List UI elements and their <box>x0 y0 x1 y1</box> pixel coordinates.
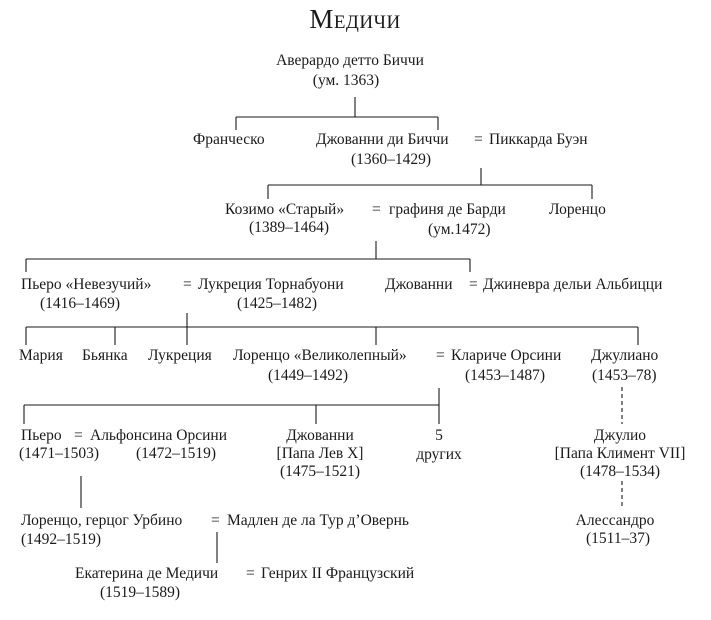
person-alessandro-name: Алессандро <box>575 512 655 529</box>
person-giovanni-di-bicci-dates: (1360–1429) <box>351 151 432 168</box>
person-giovanni-leo-x-title: [Папа Лев X] <box>276 445 364 462</box>
person-cosimo-dates: (1389–1464) <box>249 219 330 236</box>
person-contessina-dates: (ум.1472) <box>428 221 491 238</box>
person-piero-unfortunate-dates: (1471–1503) <box>19 445 100 462</box>
person-giulio-title: [Папа Климент VII] <box>554 445 686 462</box>
person-piccarda-name: Пиккарда Буэн <box>489 131 588 148</box>
person-averardo-name: Аверардо детто Биччи <box>276 52 424 69</box>
person-alfonsina-name: Альфонсина Орсини <box>90 427 228 444</box>
person-alfonsina-dates: (1472–1519) <box>136 445 217 462</box>
others-count: 5 <box>435 427 443 444</box>
marriage-sign: = <box>74 427 83 444</box>
page-title: Медичи <box>309 4 401 34</box>
person-averardo-dates: (ум. 1363) <box>312 72 380 89</box>
person-lorenzo-elder-name: Лоренцо <box>549 201 606 218</box>
person-giovanni-leo-x-dates: (1475–1521) <box>279 463 361 480</box>
person-madeleine-name: Мадлен де ла Тур д’Овернь <box>227 512 409 529</box>
person-giovanni-di-bicci-name: Джованни ди Биччи <box>316 131 449 148</box>
person-contessina-name: графиня де Барди <box>389 201 506 218</box>
person-giulio-name: Джулио <box>593 427 647 444</box>
person-lucrezia-daughter-name: Лукреция <box>148 347 212 364</box>
person-lucrezia-tornabuoni-name: Лукреция Торнабуони <box>198 276 344 293</box>
person-lorenzo-magnificent-name: Лоренцо «Великолепный» <box>233 347 407 364</box>
marriage-sign: = <box>436 347 445 364</box>
person-piero-gouty-name: Пьеро «Невезучий» <box>21 276 152 293</box>
marriage-sign: = <box>246 565 255 582</box>
person-caterina-name: Екатерина де Медичи <box>75 565 219 582</box>
person-cosimo-name: Козимо «Старый» <box>225 201 345 218</box>
marriage-sign: = <box>183 276 192 293</box>
marriage-sign: = <box>211 512 220 529</box>
person-caterina-dates: (1519–1589) <box>100 584 181 601</box>
person-giuliano-dates: (1453–78) <box>592 367 657 384</box>
person-giuliano-name: Джулиано <box>591 347 659 364</box>
person-clarice-name: Клариче Орсини <box>451 347 562 364</box>
person-lorenzo-magnificent-dates: (1449–1492) <box>268 367 349 384</box>
person-maria-name: Мария <box>19 347 63 364</box>
person-piero-gouty-dates: (1416–1469) <box>40 295 121 312</box>
marriage-sign: = <box>372 201 381 218</box>
person-ginevra-name: Джиневра дельи Альбицци <box>483 276 663 293</box>
person-piero-unfortunate-name: Пьеро <box>21 427 62 444</box>
person-giovanni-leo-x-name: Джованни <box>286 427 354 444</box>
person-giovanni-son-of-cosimo-name: Джованни <box>385 276 453 293</box>
others-label: других <box>416 446 462 463</box>
marriage-sign: = <box>469 276 478 293</box>
person-bianca-name: Бьянка <box>82 347 128 364</box>
marriage-sign: = <box>474 131 483 148</box>
person-alessandro-dates: (1511–37) <box>586 530 650 547</box>
person-lorenzo-urbino-dates: (1492–1519) <box>21 531 102 548</box>
person-giulio-dates: (1478–1534) <box>579 463 661 480</box>
person-henri-name: Генрих II Французский <box>261 565 415 582</box>
person-francesco-name: Франческо <box>193 131 265 148</box>
person-lorenzo-urbino-name: Лоренцо, герцог Урбино <box>21 512 183 529</box>
person-lucrezia-tornabuoni-dates: (1425–1482) <box>237 295 318 312</box>
person-clarice-dates: (1453–1487) <box>465 367 546 384</box>
